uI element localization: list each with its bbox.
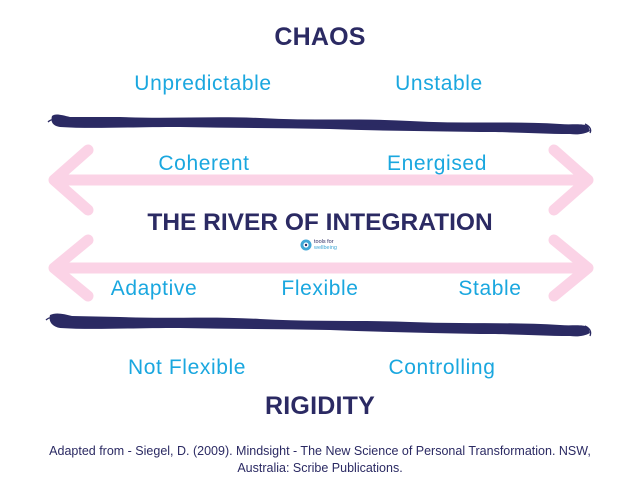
logo-text-line1: tools for: [314, 239, 334, 245]
citation-line-2: Australia: Scribe Publications.: [237, 461, 403, 475]
upper-double-arrow: [48, 144, 594, 216]
rigidity-word-not-flexible: Not Flexible: [127, 356, 247, 379]
river-of-integration-title: THE RIVER OF INTEGRATION: [147, 209, 493, 236]
rigidity-heading: RIGIDITY: [265, 392, 375, 420]
logo-mark-icon: [300, 239, 312, 251]
river-word-flexible: Flexible: [281, 277, 359, 300]
chaos-word-unstable: Unstable: [395, 72, 483, 95]
chaos-word-unpredictable: Unpredictable: [134, 72, 272, 95]
rigidity-word-controlling: Controlling: [388, 356, 496, 379]
chaos-heading: CHAOS: [274, 23, 366, 51]
citation-line-1: Adapted from - Siegel, D. (2009). Mindsi…: [49, 444, 591, 458]
citation: Adapted from - Siegel, D. (2009). Mindsi…: [0, 443, 640, 477]
river-word-energised: Energised: [387, 152, 487, 175]
logo-text-line2: wellbeing: [314, 245, 337, 251]
upper-bank-brushstroke: [47, 114, 592, 135]
lower-bank-brushstroke: [45, 313, 592, 337]
tools-for-wellbeing-logo: tools for wellbeing: [300, 238, 346, 252]
lower-double-arrow: [48, 234, 594, 302]
river-word-coherent: Coherent: [158, 152, 250, 175]
river-word-stable: Stable: [458, 277, 522, 300]
river-word-adaptive: Adaptive: [110, 277, 198, 300]
